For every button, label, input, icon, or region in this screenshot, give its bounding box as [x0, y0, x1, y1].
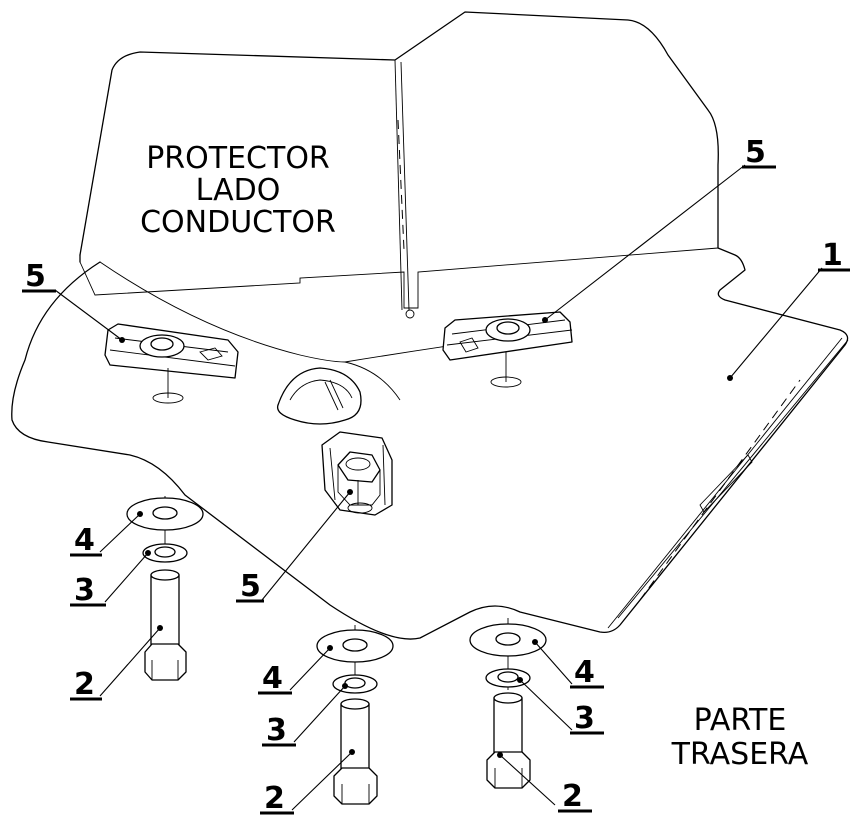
- fastener-stack-middle: [316, 625, 394, 805]
- callout-5-left: 5: [25, 259, 46, 294]
- protector-label-line2: LADO: [196, 173, 281, 208]
- center-slot: [276, 367, 362, 425]
- protector-label-line3: CONDUCTOR: [140, 205, 336, 240]
- rear-label-line2: TRASERA: [671, 737, 809, 772]
- callout-4-middle: 4: [262, 661, 283, 696]
- callout-2-left: 2: [74, 667, 95, 702]
- callout-4-left: 4: [74, 523, 95, 558]
- callout-3-middle: 3: [266, 713, 287, 748]
- clip-nut-center: [321, 431, 393, 516]
- protector-panel: [79, 11, 719, 319]
- callout-2-middle: 2: [264, 781, 285, 816]
- base-plate: [11, 247, 849, 640]
- clip-nut-right: [442, 311, 573, 388]
- rear-label-line1: PARTE: [694, 703, 787, 738]
- callout-4-right: 4: [574, 655, 595, 690]
- callout-1-plate: 1: [822, 238, 843, 273]
- clip-nut-left: [104, 323, 239, 404]
- callout-numbers: 1 5 5 5 4 3 2 4 3 2 4 3 2: [22, 135, 850, 816]
- callout-2-right: 2: [562, 779, 583, 814]
- protector-label-line1: PROTECTOR: [146, 141, 330, 176]
- callout-5-right: 5: [745, 135, 766, 170]
- leader-lines: [54, 164, 823, 811]
- text-labels: PROTECTOR LADO CONDUCTOR PARTE TRASERA: [140, 141, 809, 772]
- callout-5-center: 5: [240, 569, 261, 604]
- callout-3-right: 3: [574, 701, 595, 736]
- fastener-stack-left: [126, 496, 204, 681]
- fastener-stack-right: [469, 618, 547, 789]
- callout-3-left: 3: [74, 573, 95, 608]
